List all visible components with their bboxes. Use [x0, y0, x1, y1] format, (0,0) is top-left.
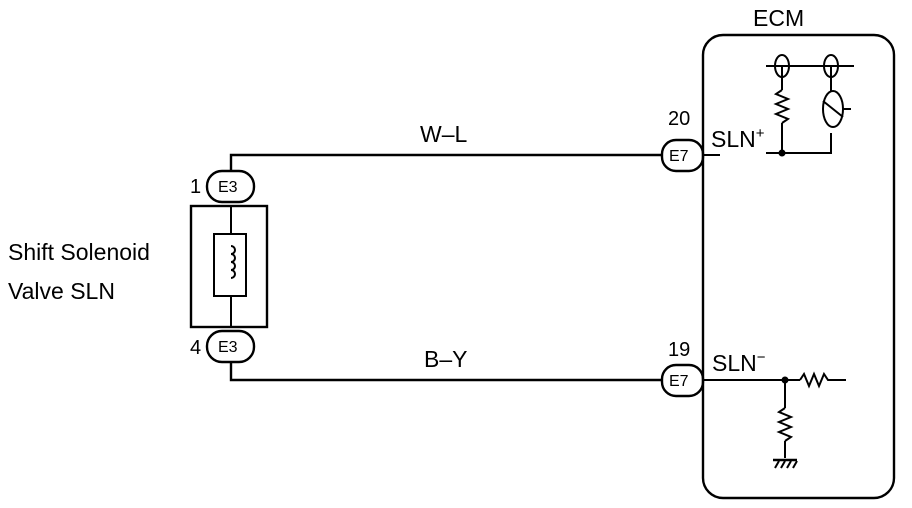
wire-lower — [229, 362, 662, 382]
pin-number-4: 4 — [190, 337, 201, 359]
shift-solenoid-valve — [189, 204, 269, 329]
connector-code: E3 — [218, 179, 238, 196]
pin-number-20: 20 — [668, 108, 690, 130]
ecm-return-circuit — [703, 371, 846, 469]
pin-number-1: 1 — [190, 176, 201, 198]
ecm-title: ECM — [753, 5, 804, 31]
ecm-driver-circuit — [703, 54, 854, 157]
wire-color-lower: B–Y — [424, 346, 467, 372]
solenoid-body — [189, 204, 269, 329]
terminal-sln-plus: SLN+ — [711, 125, 765, 152]
pin-number-19: 19 — [668, 339, 690, 361]
junction-dot — [778, 149, 786, 157]
solenoid-coil-icon — [213, 233, 247, 297]
terminal-ring-2 — [823, 54, 839, 78]
wire-upper — [229, 153, 662, 171]
component-label-line1: Shift Solenoid — [8, 239, 150, 265]
connector-e3-top: E3 — [205, 169, 256, 204]
component-label-line2: Valve SLN — [8, 278, 115, 304]
connector-e3-bottom: E3 — [205, 329, 256, 364]
terminal-ring-1 — [774, 54, 790, 78]
resistor-icon — [773, 89, 791, 124]
connector-code: E7 — [669, 373, 689, 390]
connector-code: E7 — [669, 148, 689, 165]
ground-icon — [773, 458, 798, 469]
resistor-icon — [776, 407, 794, 442]
connector-e7-top: E7 — [660, 138, 705, 173]
coil-winding — [230, 245, 236, 279]
connector-e7-bottom: E7 — [660, 363, 705, 398]
connector-code: E3 — [218, 339, 238, 356]
ecm-box — [701, 33, 896, 500]
terminal-sln-minus: SLN− — [712, 349, 766, 376]
resistor-icon — [799, 371, 846, 389]
wire-color-upper: W–L — [420, 121, 468, 147]
